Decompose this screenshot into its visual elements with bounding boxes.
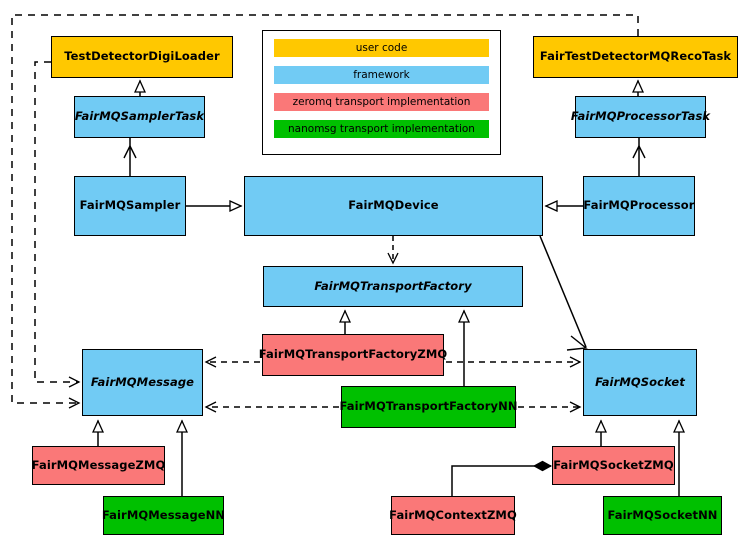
class-node-label: TestDetectorDigiLoader [64,49,220,64]
class-node-fairmqtransportfactoryzmq[interactable]: FairMQTransportFactoryZMQ [259,334,447,376]
class-node-fairmqtransportfactorynn[interactable]: FairMQTransportFactoryNN [339,386,518,428]
class-node-label: FairMQTransportFactory [314,278,472,293]
legend-item-user-code: user code [274,39,489,57]
class-node-label: FairMQProcessorTask [570,109,711,124]
class-node-testdetectordigiloader[interactable]: TestDetectorDigiLoader [51,36,233,78]
class-node-fairmqsampler[interactable]: FairMQSampler [74,176,186,236]
class-node-label: FairMQMessageZMQ [31,457,166,472]
class-node-label: FairMQMessageNN [101,507,226,522]
class-node-label: FairMQProcessor [583,198,695,213]
class-node-fairmqsocketnn[interactable]: FairMQSocketNN [603,496,722,535]
class-node-fairmqsamplertask[interactable]: FairMQSamplerTask [74,96,205,138]
class-node-fairmqdevice[interactable]: FairMQDevice [244,176,543,236]
arrowhead-processor-to-processortask [632,144,646,159]
class-node-fairtestdetectormqrecotask[interactable]: FairTestDetectorMQRecoTask [533,36,738,78]
class-node-fairmqsocket[interactable]: FairMQSocket [583,349,697,416]
class-node-fairmqprocessor[interactable]: FairMQProcessor [583,176,695,236]
legend-label-user-code: user code [355,42,408,54]
class-node-fairmqmessagenn[interactable]: FairMQMessageNN [101,496,226,535]
class-node-label: FairMQTransportFactoryNN [339,399,518,414]
class-node-fairmqtransportfactory[interactable]: FairMQTransportFactory [263,266,523,307]
edge-device-to-socket [539,235,587,348]
class-node-label: FairMQSocketNN [607,507,718,522]
edge-contextzmq-to-socketzmq [451,466,551,496]
class-node-label: FairTestDetectorMQRecoTask [539,49,732,64]
class-node-fairmqsocketzmq[interactable]: FairMQSocketZMQ [552,446,675,485]
class-node-label: FairMQContextZMQ [389,507,517,522]
class-node-label: FairMQSocketZMQ [553,457,674,472]
legend-item-nanomsg: nanomsg transport implementation [274,120,489,138]
class-node-fairmqcontextzmq[interactable]: FairMQContextZMQ [389,496,517,535]
class-node-label: FairMQSocket [595,374,685,389]
class-node-label: FairMQSampler [79,198,181,213]
class-node-fairmqprocessortask[interactable]: FairMQProcessorTask [571,96,710,138]
class-node-label: FairMQDevice [348,198,439,213]
class-node-label: FairMQMessage [90,374,195,389]
arrowhead-device-to-socket [566,335,588,351]
class-node-fairmqmessage[interactable]: FairMQMessage [82,349,203,416]
legend-label-framework: framework [353,69,410,81]
legend-label-zeromq: zeromq transport implementation [292,96,471,108]
arrowhead-sampler-to-samplertask [123,144,137,159]
class-node-label: FairMQTransportFactoryZMQ [258,347,448,362]
legend-item-framework: framework [274,66,489,84]
legend-label-nanomsg: nanomsg transport implementation [288,123,475,135]
class-node-fairmqmessagezmq[interactable]: FairMQMessageZMQ [32,446,165,485]
legend: user code framework zeromq transport imp… [262,30,501,155]
edge-digiloader-to-message [34,61,81,388]
legend-item-zeromq: zeromq transport implementation [274,93,489,111]
class-node-label: FairMQSamplerTask [74,109,205,124]
